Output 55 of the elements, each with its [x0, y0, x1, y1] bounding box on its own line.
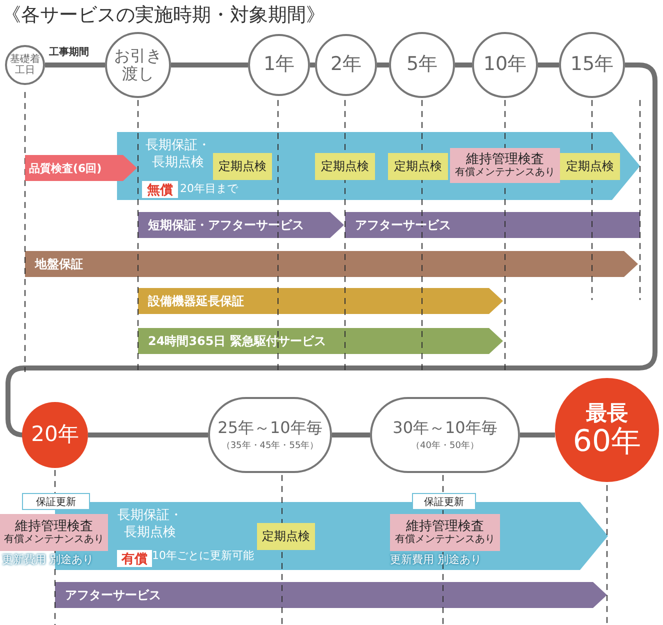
- connector-line: [377, 62, 389, 68]
- renewal-tag: 保証更新: [22, 493, 90, 510]
- milestone-circle: 2年: [315, 34, 377, 96]
- box-note: 有償メンテナンスあり: [455, 167, 555, 180]
- period-bar: 24時間365日 緊急駆付サービス: [138, 328, 503, 354]
- year-label: 最長: [586, 402, 628, 426]
- milestone-circle: 基礎着工日: [5, 45, 45, 85]
- year-list: （35年・45年・55年）: [221, 439, 319, 452]
- milestone-circle: 10年: [472, 32, 538, 98]
- box-heading: 維持管理検査: [15, 518, 93, 534]
- band-note: 10年ごとに更新可能: [152, 549, 255, 564]
- period-band: [117, 132, 640, 200]
- year-list: （40年・50年）: [411, 439, 479, 452]
- connector-line: [455, 62, 472, 68]
- box-heading: 維持管理検査: [406, 518, 484, 534]
- period-bar: 品質検査(6回): [25, 155, 137, 181]
- inspection-label: 定期点検: [560, 153, 620, 180]
- connector-line: [332, 432, 370, 438]
- year-label: 25年～10年毎: [218, 418, 322, 439]
- inspection-label: 定期点検: [388, 153, 448, 180]
- period-bar: 設備機器延長保証: [138, 288, 503, 314]
- band-heading: 長期保証・長期点検: [116, 508, 184, 542]
- period-bar: アフターサービス: [55, 582, 607, 608]
- band-heading: 長期保証・長期点検: [144, 138, 212, 172]
- connector-line: [171, 62, 248, 68]
- milestone-circle: 20年: [22, 402, 88, 468]
- connector-line: [45, 62, 105, 68]
- renewal-tag: 保証更新: [412, 493, 476, 510]
- connector-line: [520, 432, 555, 438]
- paid-badge: 有償: [117, 550, 152, 567]
- milestone-circle: お引き渡し: [105, 32, 171, 98]
- free-badge: 無償: [142, 181, 178, 198]
- year-label: 60年: [572, 425, 642, 458]
- box-note: 有償メンテナンスあり: [4, 534, 104, 546]
- milestone-circle: 1年: [248, 34, 310, 96]
- inspection-label: 定期点検: [315, 153, 375, 180]
- connector-line: [538, 62, 559, 68]
- inspection-box: [450, 148, 560, 183]
- milestone-circle: 5年: [389, 32, 455, 98]
- box-note: 有償メンテナンスあり: [395, 534, 495, 546]
- band-note: 20年目まで: [180, 182, 240, 196]
- period-bar: 地盤保証: [25, 251, 638, 277]
- note-text: 更新費用 別途あり: [390, 552, 482, 567]
- inspection-box: [390, 514, 500, 551]
- note-text: 更新費用 別途あり: [2, 552, 94, 567]
- inspection-label: 定期点検: [257, 523, 315, 550]
- milestone-circle: 15年: [559, 32, 625, 98]
- edge-label: 工事期間: [48, 45, 90, 59]
- inspection-label: 定期点検: [213, 153, 272, 180]
- connector-line: [310, 62, 315, 68]
- connector-line: [88, 432, 208, 438]
- box-heading: 維持管理検査: [466, 152, 544, 167]
- title: 《各サービスの実施時期・対象期間》: [2, 3, 325, 28]
- inspection-box: [0, 514, 108, 551]
- year-label: 30年～10年毎: [392, 418, 498, 439]
